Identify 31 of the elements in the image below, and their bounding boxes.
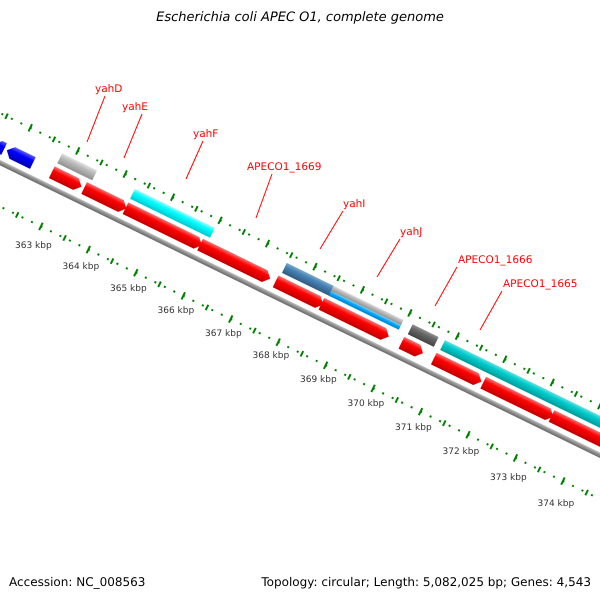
- diagram-title: Escherichia coli APEC O1, complete genome: [155, 10, 445, 25]
- leader-line: [480, 290, 502, 330]
- scale-label: 363 kbp: [15, 241, 52, 252]
- leader-line: [434, 266, 458, 306]
- gene-label: APECO1_1669: [247, 160, 322, 174]
- gene-label: yahI: [343, 197, 366, 211]
- leader-line: [186, 140, 204, 180]
- gene-label: APECO1_1666: [458, 253, 532, 267]
- gene-label: yahJ: [400, 225, 422, 239]
- gene-label: yahE: [122, 100, 148, 114]
- leader-line: [86, 96, 106, 142]
- leader-line: [124, 114, 142, 158]
- scale-label: 367 kbp: [205, 329, 242, 340]
- leader-line: [376, 238, 400, 278]
- genome-summary-text: Topology: circular; Length: 5,082,025 bp; Genes: 4,543: [261, 575, 591, 590]
- scale-label: 371 kbp: [395, 423, 432, 434]
- gene-label: APECO1_1665: [503, 277, 578, 291]
- scale-label: 369 kbp: [300, 375, 337, 386]
- scale-label: 366 kbp: [158, 306, 194, 317]
- scale-label: 368 kbp: [252, 351, 290, 362]
- scale-label: 364 kbp: [62, 262, 100, 273]
- scale-label: 372 kbp: [442, 447, 480, 458]
- scale-label: 373 kbp: [490, 473, 527, 484]
- gene-label: yahF: [193, 127, 218, 141]
- leader-line: [320, 210, 344, 250]
- gene-label: yahD: [95, 82, 122, 96]
- scale-label: 374 kbp: [538, 499, 574, 510]
- leader-line: [256, 174, 272, 218]
- scale-label: 370 kbp: [348, 399, 384, 410]
- accession-text: Accession: NC_008563: [9, 575, 146, 590]
- scale-label: 365 kbp: [110, 284, 147, 295]
